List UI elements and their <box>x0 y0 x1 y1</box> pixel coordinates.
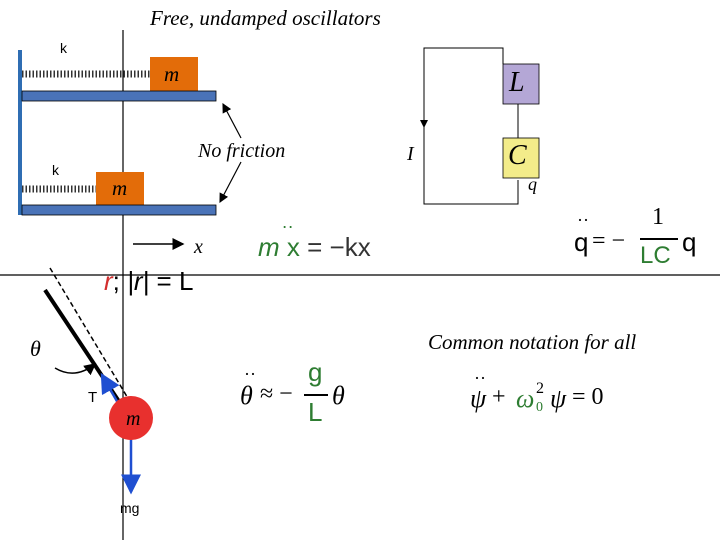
spring-eq-xddot: x ·· <box>280 216 307 262</box>
x-label: x <box>194 236 203 258</box>
slide-title: Free, undamped oscillators <box>150 6 381 30</box>
top-floor <box>21 90 217 102</box>
capacitor-box <box>502 137 540 179</box>
circuit-eq-fraction-bar <box>640 238 678 240</box>
circuit-eq-rhs-q: q <box>682 227 697 257</box>
common-eq-ddot: ·· <box>474 368 486 388</box>
bottom-floor <box>21 204 217 216</box>
inductor-label: L <box>509 67 525 98</box>
friction-arrow-top <box>222 102 242 139</box>
spring-eq-x: x <box>286 232 300 262</box>
spring-eq-ddot: ·· <box>281 216 294 236</box>
tension-arrow <box>100 372 120 404</box>
top-mass-block <box>150 57 198 91</box>
common-eq-exponent: 2 <box>536 380 544 397</box>
pendulum-bob <box>109 396 153 440</box>
top-spring-constant-label: k <box>60 40 67 56</box>
pendulum-eq-denominator: L <box>308 397 323 427</box>
common-eq-plus: + <box>492 384 506 410</box>
common-eq-psi: ψ <box>470 384 487 413</box>
current-label: I <box>407 143 414 165</box>
circuit-eq-denominator: LC <box>640 242 671 269</box>
bob-mass-label: m <box>126 408 141 430</box>
circuit-equation: q ·· = − 1 LC q <box>574 204 714 274</box>
spring-eq-rhs: = −k <box>307 232 358 262</box>
top-mass-label: m <box>164 62 180 86</box>
pendulum-eq-numerator: g <box>308 357 323 387</box>
bottom-spring-constant-label: k <box>52 162 59 178</box>
pendulum-eq-fraction-bar <box>304 394 328 396</box>
spring-eq-rhs-x: x <box>357 232 371 262</box>
circuit-eq-numerator: 1 <box>652 204 664 230</box>
spring-eq-mass: m <box>258 232 280 262</box>
wall <box>18 50 22 215</box>
pendulum-equation: θ ·· ≈ − g L θ <box>240 335 370 427</box>
bottom-mass-block <box>96 172 144 205</box>
pendulum-eq-approx: ≈ − <box>260 381 293 407</box>
position-separator: ; <box>112 266 120 296</box>
circuit-eq-ddot: ·· <box>577 210 589 230</box>
charge-label: q <box>528 174 537 194</box>
no-friction-label: No friction <box>198 140 286 162</box>
pendulum-eq-theta: θ <box>240 381 253 410</box>
common-equation: ψ ·· + ω 2 0 ψ = 0 <box>470 368 650 424</box>
position-length: = L <box>156 266 194 296</box>
spring-equation: m x ·· = −kx <box>258 216 371 263</box>
common-eq-omega: ω <box>516 384 535 413</box>
circuit-eq-q: q <box>574 227 589 257</box>
current-arrow <box>420 120 428 128</box>
theta-label: θ <box>30 336 41 361</box>
position-magnitude: |r| <box>127 266 150 296</box>
inductor-box <box>502 63 540 105</box>
pendulum-dashed-line <box>49 267 133 406</box>
theta-arc <box>54 363 97 376</box>
common-eq-equals-zero: = 0 <box>572 384 604 410</box>
bottom-mass-label: m <box>112 176 128 200</box>
gravity-label: mg <box>120 500 140 516</box>
pendulum-eq-ddot: ·· <box>244 364 256 384</box>
capacitor-label: C <box>508 140 527 171</box>
common-eq-psi2: ψ <box>550 384 567 413</box>
common-eq-subscript: 0 <box>536 400 543 415</box>
pendulum-eq-rhs-theta: θ <box>332 381 345 410</box>
circuit-eq-sign: = − <box>592 228 626 254</box>
friction-arrow-bottom <box>219 161 242 204</box>
tension-label: T <box>88 389 98 406</box>
pendulum-position-relation: r; |r| = L <box>104 266 193 297</box>
common-notation-label: Common notation for all <box>428 330 637 354</box>
position-vector: r <box>104 266 113 296</box>
